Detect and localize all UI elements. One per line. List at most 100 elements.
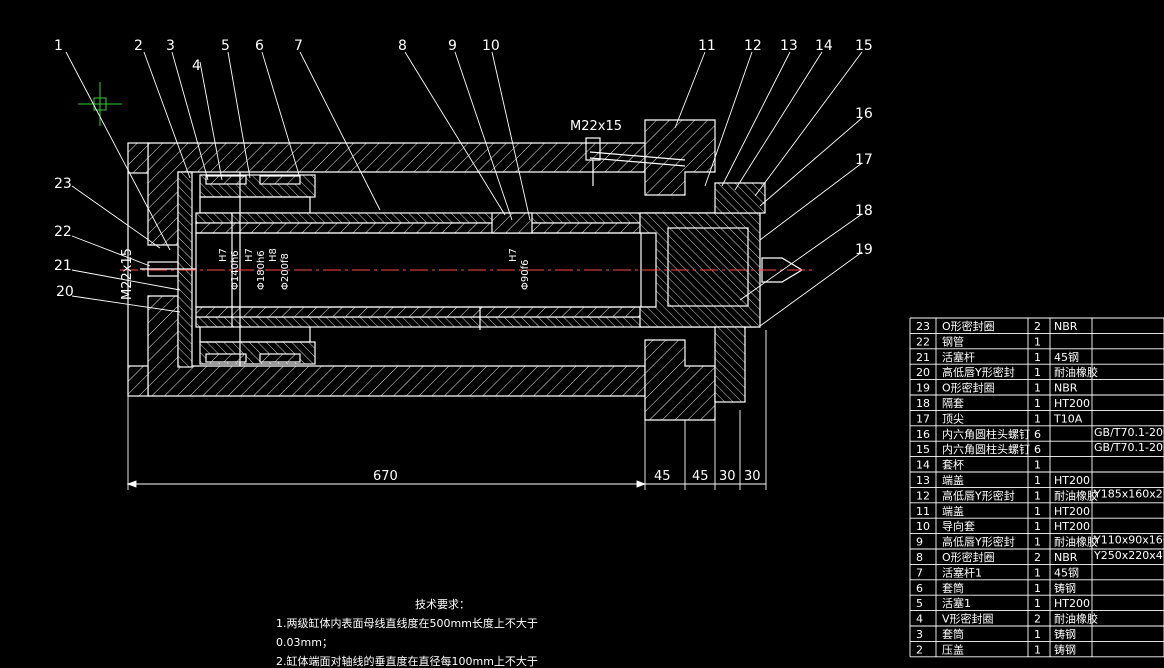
- callouts: M22x15 M22x15 H7 Φ140h6 H7 Φ180h6 H8 Φ20…: [120, 119, 622, 300]
- bom-no: 9: [916, 536, 923, 549]
- bom-qty: 1: [1034, 397, 1041, 410]
- bom-qty: 1: [1034, 382, 1041, 395]
- bom-qty: 1: [1034, 351, 1041, 364]
- dimension-lines: [126, 330, 767, 490]
- part-number: 19: [855, 242, 873, 258]
- crosshair-icon: [78, 82, 122, 126]
- bom-qty: 1: [1034, 459, 1041, 472]
- bom-name: 高低唇Y形密封: [942, 488, 1015, 502]
- bom-material: 铸钢: [1054, 581, 1076, 595]
- bom-no: 19: [916, 382, 930, 395]
- dim-value: 45: [692, 469, 709, 484]
- bom-qty: 2: [1034, 613, 1041, 626]
- bom-name: 套筒: [942, 627, 964, 641]
- part-number: 16: [855, 106, 873, 122]
- bom-material: 45钢: [1054, 351, 1079, 364]
- dim-value: 30: [744, 469, 761, 484]
- fit-callout: H8: [268, 248, 279, 262]
- bom-qty: 1: [1034, 489, 1041, 502]
- dia-callout: Φ90f6: [520, 260, 531, 290]
- centre-bore: [667, 227, 749, 307]
- bom-no: 10: [916, 520, 930, 533]
- bom-name: O形密封圈: [942, 550, 995, 564]
- bom-qty: 1: [1034, 582, 1041, 595]
- bom-material: NBR: [1054, 382, 1078, 395]
- fit-callout: H7: [244, 248, 255, 262]
- part-number: 5: [221, 38, 230, 54]
- bom-qty: 1: [1034, 597, 1041, 610]
- bom-name: 导向套: [942, 519, 975, 533]
- part-number: 22: [54, 224, 72, 240]
- bom-no: 17: [916, 412, 930, 425]
- bom-standard: Y110x90x16GB10708: [1093, 534, 1164, 547]
- bom-name: V形密封圈: [942, 612, 994, 626]
- seal-b: [259, 175, 301, 185]
- tech-line: 1.两级缸体内表面母线直线度在500mm长度上不大于: [276, 616, 538, 630]
- bom-material: 铸钢: [1054, 642, 1076, 656]
- bom-material: T10A: [1053, 412, 1083, 425]
- dimension-values: 670 45 45 30 30: [373, 469, 761, 484]
- bom-qty: 2: [1034, 551, 1041, 564]
- bom-grid: [909, 317, 1164, 658]
- bom-material: HT200: [1054, 597, 1090, 610]
- bom-qty: 1: [1034, 566, 1041, 579]
- bom-qty: 1: [1034, 474, 1041, 487]
- bom-material: 耐油橡胶: [1054, 612, 1098, 626]
- bom-name: 压盖: [942, 642, 964, 656]
- bom-material: NBR: [1054, 320, 1078, 333]
- bom-name: 顶尖: [942, 412, 964, 425]
- bom-material: HT200: [1054, 505, 1090, 518]
- bom-material: NBR: [1054, 551, 1078, 564]
- bom-no: 7: [916, 566, 923, 579]
- bom-no: 14: [916, 459, 930, 472]
- tech-line: 0.03mm；: [276, 636, 333, 649]
- bom-name: 内六角圆柱头螺钉: [942, 427, 1030, 441]
- part-number: 9: [448, 38, 457, 54]
- bom-material: 耐油橡胶: [1054, 488, 1098, 502]
- bom-name: 端盖: [942, 504, 964, 518]
- bom-name: 钢管: [942, 334, 964, 348]
- part-number: 18: [855, 203, 873, 219]
- bom-standard: Y185x160x20GB10708: [1093, 487, 1164, 500]
- bom-name: 活塞杆1: [942, 565, 982, 579]
- bom-name: 高低唇Y形密封: [942, 365, 1015, 379]
- bom-material: 耐油橡胶: [1054, 535, 1098, 549]
- part-number: 2: [134, 38, 143, 54]
- leader-lines: [65, 51, 863, 327]
- part-number: 7: [294, 38, 303, 54]
- part-number: 12: [744, 38, 762, 54]
- part-number: 17: [855, 152, 873, 168]
- bom-no: 4: [916, 613, 923, 626]
- dim-value: 670: [373, 469, 398, 484]
- bom-name: 隔套: [942, 397, 964, 410]
- bom-material: 45钢: [1054, 566, 1079, 579]
- bom-qty: 2: [1034, 320, 1041, 333]
- thread-callout-side: M22x15: [120, 248, 135, 300]
- fit-callout: H7: [508, 248, 519, 262]
- cup-top: [714, 182, 766, 214]
- seal-d: [259, 353, 301, 363]
- bom-name: 活塞杆: [942, 350, 975, 364]
- bom-qty: 1: [1034, 505, 1041, 518]
- thread-callout-top: M22x15: [570, 119, 622, 134]
- bom-no: 2: [916, 643, 923, 656]
- bom-no: 5: [916, 597, 923, 610]
- dia-callout: Φ200f8: [280, 253, 291, 290]
- bom-qty: 1: [1034, 335, 1041, 348]
- bom-no: 13: [916, 474, 930, 487]
- dia-callout: Φ140h6: [230, 250, 241, 290]
- seal-c: [205, 353, 247, 363]
- bom-name: 内六角圆柱头螺钉: [942, 442, 1030, 456]
- fit-callout: H7: [218, 248, 229, 262]
- part-number: 6: [255, 38, 264, 54]
- part-number: 13: [780, 38, 798, 54]
- bom-no: 6: [916, 582, 923, 595]
- bom-material: HT200: [1054, 397, 1090, 410]
- tech-title: 技术要求：: [415, 598, 470, 611]
- left-flange-top: [127, 142, 149, 174]
- bom-name: 端盖: [942, 473, 964, 487]
- bom-no: 3: [916, 628, 923, 641]
